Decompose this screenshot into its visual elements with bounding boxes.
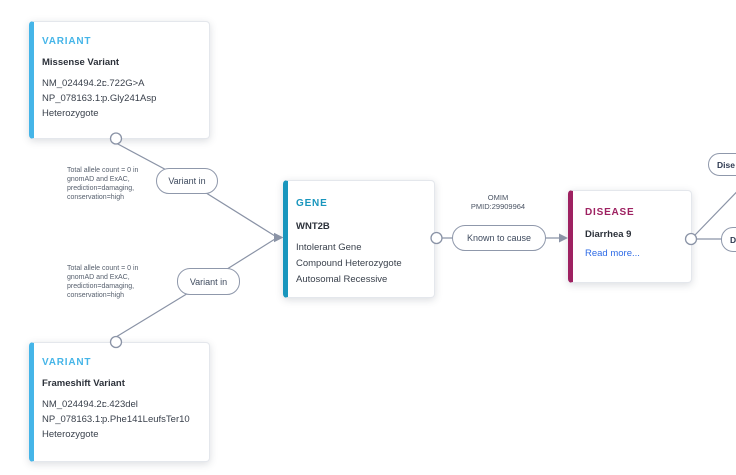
protein-change: p.Gly241Asp [102,93,157,104]
gene-symbol: WNT2B [296,221,330,232]
evidence-source: OMIM [487,193,509,202]
evidence-pmid: PMID:29909964 [470,202,526,211]
edge-pill-variant-in-2[interactable]: Variant in [177,268,240,295]
edge-line-disease-up [694,191,736,236]
protein-id: NP_078163.1: [42,93,103,104]
arrowhead-icon [559,233,568,243]
disease-title: Diarrhea 9 [585,229,632,240]
edge-pill-variant-in-1[interactable]: Variant in [156,168,218,194]
node-type-label: VARIANT [42,36,92,47]
transcript-row: NM_024494.2:c.423del [42,397,201,412]
read-more-link[interactable]: Read more... [585,248,640,259]
edge-annotation-variant2: Total allele count = 0 in gnomAD and ExA… [67,265,139,299]
variant-node-missense[interactable]: VARIANT Missense Variant NM_024494.2:c.7… [29,21,210,139]
transcript-row: NM_024494.2:c.722G>A [42,76,201,91]
protein-id: NP_078163.1: [42,414,103,425]
cdna-change: c.423del [102,399,138,410]
disease-node[interactable]: DISEASE Diarrhea 9 Read more... [568,190,692,283]
transcript-id: NM_024494.2: [42,78,105,89]
protein-row: NP_078163.1:p.Phe141LeufsTer10 [42,412,201,427]
gene-node[interactable]: GENE WNT2B Intolerant Gene Compound Hete… [283,180,435,298]
gene-attribute: Intolerant Gene [296,242,362,253]
node-type-label: VARIANT [42,357,92,368]
node-type-label: DISEASE [585,207,635,218]
zygosity-label: Heterozygote [42,429,99,440]
variant-title: Frameshift Variant [42,378,125,389]
node-type-label: GENE [296,198,328,209]
edge-pill-known-to-cause[interactable]: Known to cause [452,225,546,251]
variant-node-frameshift[interactable]: VARIANT Frameshift Variant NM_024494.2:c… [29,342,210,462]
edge-evidence-label: OMIM PMID:29909964 [450,193,546,211]
edge-pill-truncated[interactable]: D [721,227,736,252]
gene-attribute: Compound Heterozygote [296,258,402,269]
edge-annotation-variant1: Total allele count = 0 in gnomAD and ExA… [67,167,139,201]
transcript-id: NM_024494.2: [42,399,105,410]
cdna-change: c.722G>A [102,78,145,89]
zygosity-label: Heterozygote [42,108,99,119]
protein-row: NP_078163.1:p.Gly241Asp [42,91,201,106]
gene-attribute: Autosomal Recessive [296,274,388,285]
variant-title: Missense Variant [42,57,120,68]
protein-change: p.Phe141LeufsTer10 [102,414,190,425]
edge-pill-truncated-disease[interactable]: Dise [708,153,736,176]
